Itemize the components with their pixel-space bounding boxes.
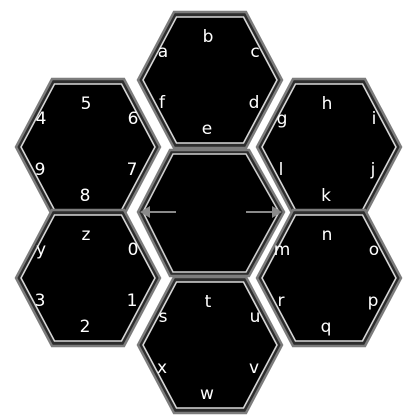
key-i[interactable]: i bbox=[372, 109, 377, 129]
key-h[interactable]: h bbox=[322, 94, 333, 114]
key-a[interactable]: a bbox=[158, 42, 168, 62]
hex-upper-right[interactable]: g h i j k l bbox=[255, 77, 403, 217]
key-u[interactable]: u bbox=[250, 307, 261, 327]
hex-lower-left[interactable]: y z 0 1 2 3 bbox=[14, 208, 162, 348]
key-y[interactable]: y bbox=[36, 240, 46, 260]
key-v[interactable]: v bbox=[249, 358, 259, 378]
key-l[interactable]: l bbox=[279, 160, 284, 180]
key-z[interactable]: z bbox=[82, 225, 91, 245]
key-b[interactable]: b bbox=[203, 27, 214, 47]
key-8[interactable]: 8 bbox=[80, 186, 91, 206]
hex-top[interactable]: a b c d e f bbox=[136, 10, 284, 150]
hex-bottom[interactable]: s t u v w x bbox=[136, 275, 284, 415]
key-e[interactable]: e bbox=[202, 119, 212, 139]
key-n[interactable]: n bbox=[322, 225, 333, 245]
key-d[interactable]: d bbox=[249, 93, 260, 113]
key-t[interactable]: t bbox=[205, 292, 212, 312]
hex-face-lower-right[interactable] bbox=[261, 214, 397, 342]
key-6[interactable]: 6 bbox=[128, 109, 139, 129]
key-r[interactable]: r bbox=[278, 291, 285, 311]
key-3[interactable]: 3 bbox=[35, 291, 46, 311]
key-1[interactable]: 1 bbox=[127, 291, 138, 311]
hex-face-bottom[interactable] bbox=[142, 281, 278, 409]
hex-upper-left[interactable]: 4 5 6 7 8 9 bbox=[14, 77, 162, 217]
key-2[interactable]: 2 bbox=[80, 317, 91, 337]
right-arrow-icon[interactable] bbox=[246, 206, 282, 218]
key-x[interactable]: x bbox=[157, 358, 167, 378]
key-0[interactable]: 0 bbox=[128, 240, 139, 260]
hex-face-lower-left[interactable] bbox=[20, 214, 156, 342]
key-c[interactable]: c bbox=[250, 42, 259, 62]
key-4[interactable]: 4 bbox=[36, 109, 47, 129]
key-m[interactable]: m bbox=[274, 240, 291, 260]
key-o[interactable]: o bbox=[369, 240, 379, 260]
key-7[interactable]: 7 bbox=[127, 160, 138, 180]
key-p[interactable]: p bbox=[368, 291, 379, 311]
left-arrow-icon[interactable] bbox=[140, 206, 176, 218]
key-5[interactable]: 5 bbox=[81, 94, 92, 114]
key-g[interactable]: g bbox=[277, 109, 288, 129]
hex-lower-right[interactable]: m n o p q r bbox=[255, 208, 403, 348]
hex-face-top[interactable] bbox=[142, 16, 278, 144]
key-s[interactable]: s bbox=[159, 307, 168, 327]
key-9[interactable]: 9 bbox=[35, 160, 46, 180]
center-hex bbox=[136, 148, 286, 278]
key-w[interactable]: w bbox=[200, 384, 214, 404]
hex-layer: a b c d e f 4 5 6 7 8 9 g h i j k l y z 0 1 2 3 m n o p q r s t u v w x bbox=[14, 10, 403, 415]
key-q[interactable]: q bbox=[321, 317, 332, 337]
key-j[interactable]: j bbox=[370, 160, 376, 180]
key-f[interactable]: f bbox=[159, 93, 166, 113]
key-k[interactable]: k bbox=[321, 186, 331, 206]
